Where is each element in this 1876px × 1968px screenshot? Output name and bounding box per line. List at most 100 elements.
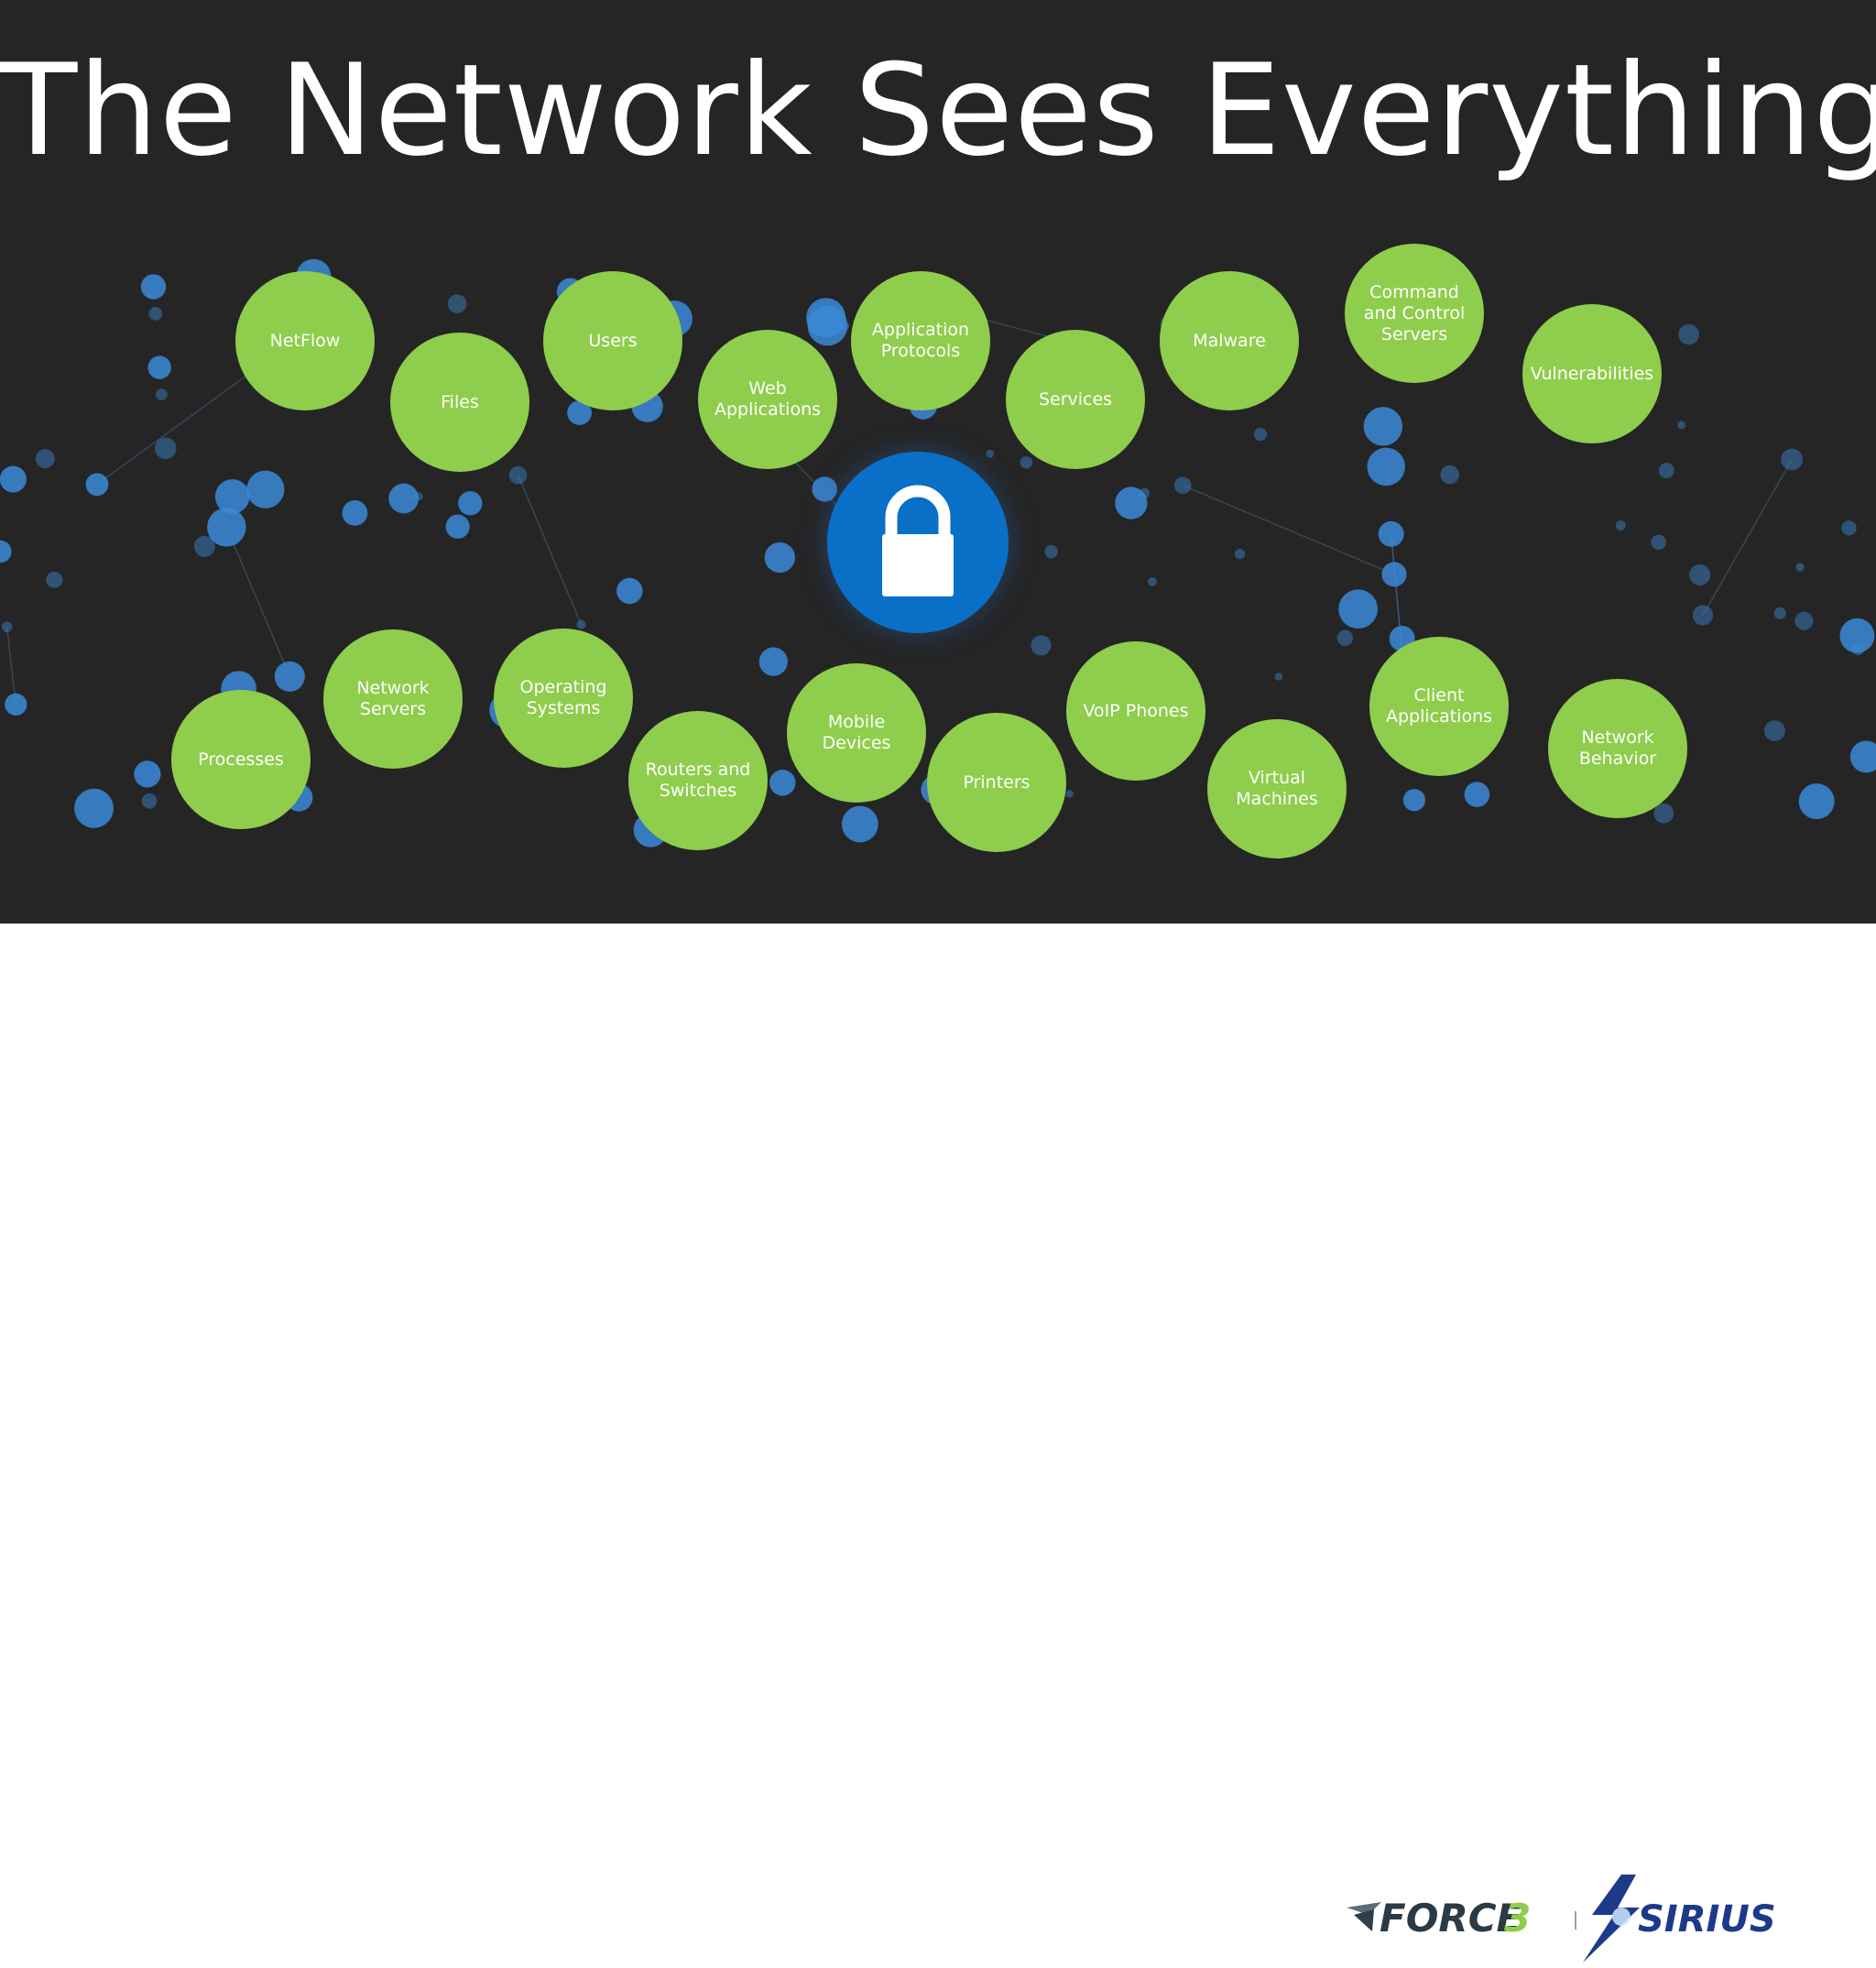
network-dot xyxy=(74,788,115,828)
node-label: Network Servers xyxy=(356,678,430,719)
network-dot xyxy=(134,760,161,788)
network-dot xyxy=(1781,448,1804,471)
network-dot xyxy=(1658,463,1674,479)
network-dot xyxy=(1338,589,1378,629)
slide-canvas: The Network Sees Everything NetFlow File… xyxy=(0,0,1876,924)
network-dot xyxy=(764,541,795,574)
node-label: Users xyxy=(588,330,638,351)
node-users: Users xyxy=(543,271,682,410)
network-dot xyxy=(155,437,177,460)
network-dot xyxy=(1336,629,1354,647)
network-dot xyxy=(1839,618,1875,653)
node-label: Web Applications xyxy=(714,378,822,420)
node-network-behavior: Network Behavior xyxy=(1548,679,1687,818)
node-label: Routers and Switches xyxy=(645,760,751,801)
node-label: Application Protocols xyxy=(871,320,970,361)
node-label: Services xyxy=(1038,388,1113,410)
network-dot xyxy=(841,805,878,843)
network-dot xyxy=(1234,548,1246,560)
network-dot xyxy=(1274,672,1283,681)
network-dot xyxy=(986,449,995,458)
node-operating-systems: Operating Systems xyxy=(494,629,633,768)
node-label: Mobile Devices xyxy=(822,712,891,753)
network-dot xyxy=(1692,605,1714,626)
node-label: Client Applications xyxy=(1385,685,1493,727)
network-dot xyxy=(1253,428,1268,442)
network-dot xyxy=(1031,635,1052,656)
node-network-servers: Network Servers xyxy=(323,629,463,769)
network-dot xyxy=(1689,563,1711,586)
node-label: VoIP Phones xyxy=(1083,700,1189,721)
network-dot xyxy=(458,491,483,516)
network-dot xyxy=(0,465,27,493)
network-dot xyxy=(806,298,846,338)
network-dot xyxy=(447,294,467,313)
network-dot xyxy=(414,492,423,501)
network-dot xyxy=(5,693,27,716)
network-dot xyxy=(1140,487,1151,498)
network-dot xyxy=(1841,520,1857,536)
network-dot xyxy=(155,388,168,400)
network-dot xyxy=(1381,562,1407,587)
node-label: Processes xyxy=(198,749,284,770)
node-malware: Malware xyxy=(1160,271,1299,410)
network-dot xyxy=(388,483,419,514)
network-dot xyxy=(1678,323,1699,345)
network-dot xyxy=(46,571,63,588)
node-label: Network Behavior xyxy=(1578,727,1657,769)
network-dot xyxy=(1367,447,1405,487)
slide-title: The Network Sees Everything xyxy=(0,37,1876,184)
security-hub xyxy=(827,452,1009,633)
svg-text:3: 3 xyxy=(1504,1896,1531,1941)
node-label: NetFlow xyxy=(269,330,341,351)
svg-text:FORCE: FORCE xyxy=(1380,1896,1523,1941)
node-mobile-devices: Mobile Devices xyxy=(787,663,926,803)
network-dot xyxy=(1851,642,1865,656)
network-dot xyxy=(141,793,158,809)
network-dot xyxy=(812,476,837,502)
network-dot xyxy=(148,307,163,321)
network-dot xyxy=(1440,465,1460,485)
network-dot xyxy=(1402,789,1426,812)
node-routers-and-switches: Routers and Switches xyxy=(628,711,768,850)
node-vulnerabilities: Vulnerabilities xyxy=(1522,304,1662,443)
network-dot xyxy=(1849,740,1876,773)
network-dot xyxy=(508,465,528,485)
network-dot xyxy=(1,621,13,632)
network-dot xyxy=(246,470,285,508)
node-web-applications: Web Applications xyxy=(698,330,837,469)
network-dot xyxy=(1378,520,1404,547)
network-dot xyxy=(0,540,12,563)
svg-text:SIRIUS: SIRIUS xyxy=(1638,1898,1776,1941)
network-dot xyxy=(1065,790,1074,798)
node-application-protocols: Application Protocols xyxy=(851,271,990,410)
network-dot xyxy=(207,508,246,547)
network-dot xyxy=(758,647,788,676)
sirius-logo: SIRIUS xyxy=(1583,1875,1776,1963)
node-label: Operating Systems xyxy=(519,677,607,718)
network-dot xyxy=(1794,611,1814,630)
network-dot xyxy=(1651,534,1666,551)
node-netflow: NetFlow xyxy=(235,271,375,410)
network-dot xyxy=(1148,577,1157,586)
network-dot xyxy=(193,535,215,557)
node-label: Command and Control Servers xyxy=(1363,281,1466,344)
lock-icon xyxy=(882,485,954,596)
network-dot xyxy=(1798,783,1835,820)
network-dot xyxy=(1773,607,1786,619)
node-label: Files xyxy=(441,391,479,412)
network-dot xyxy=(35,449,55,469)
node-voip-phones: VoIP Phones xyxy=(1066,641,1205,781)
node-services: Services xyxy=(1006,330,1145,469)
node-command-and-control-servers: Command and Control Servers xyxy=(1345,244,1484,383)
network-dot xyxy=(274,661,305,692)
network-dot xyxy=(1173,476,1192,495)
node-processes: Processes xyxy=(171,690,311,829)
network-dot xyxy=(769,770,796,796)
node-label: Malware xyxy=(1193,330,1266,351)
node-client-applications: Client Applications xyxy=(1369,637,1509,776)
partner-logos: FORCE 3 SIRIUS xyxy=(1347,1875,1776,1963)
node-printers: Printers xyxy=(927,713,1066,852)
network-dot xyxy=(1044,544,1058,559)
node-label: Virtual Machines xyxy=(1236,768,1318,809)
